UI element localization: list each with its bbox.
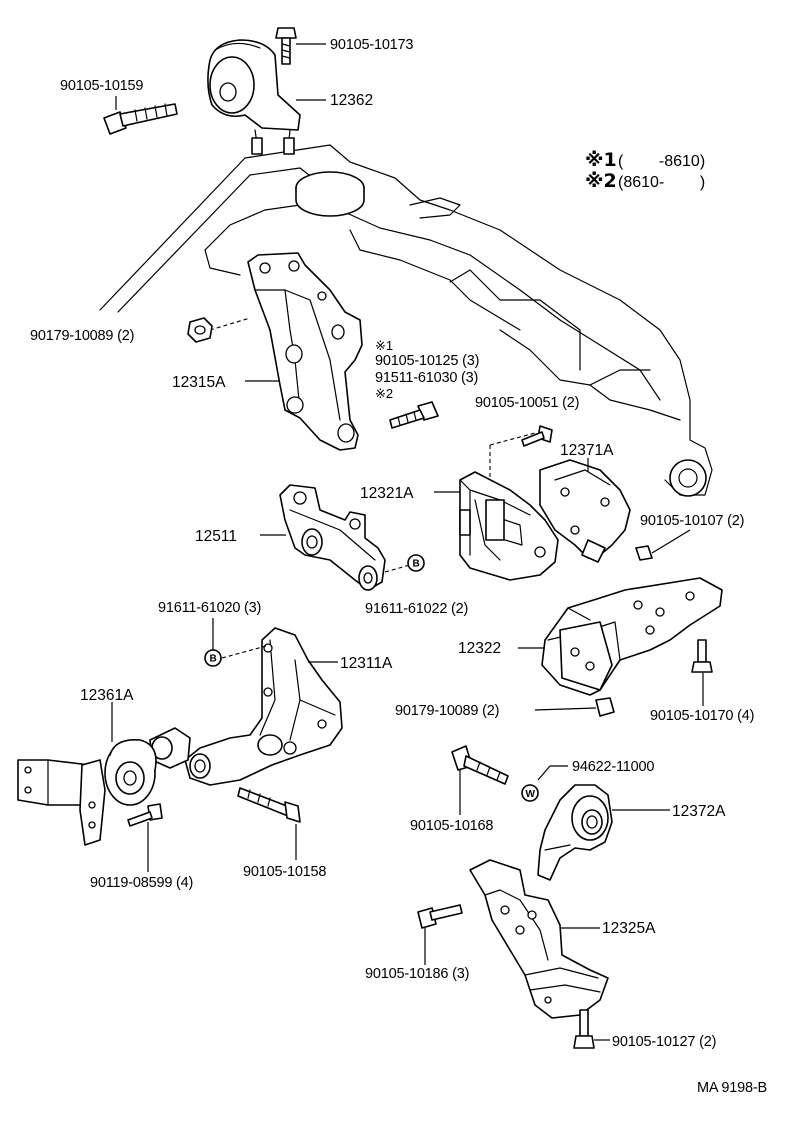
bolt-90105-10107: [635, 545, 653, 561]
part-12362-mount: [207, 39, 301, 155]
nut-90179-10089-lower: [595, 697, 615, 717]
ref-circle-w: W: [521, 784, 539, 802]
bolt-90105-10051: [521, 425, 553, 447]
label-90105-10173: 90105-10173: [330, 37, 413, 53]
labels: 90105-10173 90105-10159 12362 90179-1008…: [30, 37, 767, 1096]
legend-notes: ※1 ( -8610) ※2 (8610- ): [585, 149, 705, 192]
label-90105-10168: 90105-10168: [410, 818, 493, 834]
note-mark-2-small: ※2: [375, 386, 393, 401]
bolt-90105-10170: [691, 639, 713, 673]
label-12315A: 12315A: [172, 374, 226, 391]
label-91611-61022: 91611-61022 (2): [365, 601, 468, 617]
label-90105-10107: 90105-10107 (2): [640, 513, 744, 529]
bolt-90105-10186: [417, 904, 463, 929]
part-12511-bracket: [279, 484, 386, 591]
label-12322: 12322: [458, 640, 501, 657]
part-12361A-mount: [17, 738, 157, 846]
note-mark-1-small: ※1: [375, 338, 393, 353]
note-mark-1: ※1: [585, 149, 617, 171]
label-90179-10089-lower: 90179-10089 (2): [395, 703, 499, 719]
label-12362: 12362: [330, 92, 373, 109]
ref-circle-b-right: B: [407, 554, 425, 572]
part-12321A-mount: [459, 471, 559, 581]
label-12371A: 12371A: [560, 442, 614, 459]
label-12511: 12511: [195, 528, 237, 545]
bolt-91511-61030: [389, 401, 439, 429]
part-12315A-bracket: [247, 252, 363, 451]
note-text-1: ( -8610): [618, 153, 705, 170]
bolt-90105-10168: [451, 745, 509, 785]
part-12325A-bracket: [469, 859, 609, 1019]
bolt-90119-08599: [127, 803, 163, 827]
engine-block-outline: [99, 144, 713, 497]
bolt-90105-10173: [275, 27, 297, 65]
label-12311A: 12311A: [340, 655, 393, 672]
label-90105-10125: 90105-10125 (3): [375, 353, 479, 369]
label-12361A: 12361A: [80, 687, 134, 704]
label-90105-10186: 90105-10186 (3): [365, 966, 469, 982]
part-12311A-bracket: [149, 627, 343, 786]
note-text-2: (8610- ): [618, 174, 705, 191]
label-90105-10170: 90105-10170 (4): [650, 708, 754, 724]
note-mark-2: ※2: [585, 170, 617, 192]
label-90105-10051: 90105-10051 (2): [475, 395, 579, 411]
label-90105-10127: 90105-10127 (2): [612, 1034, 716, 1050]
ref-circle-b-left: B: [204, 649, 222, 667]
part-12371A-cover: [539, 459, 631, 563]
label-12372A: 12372A: [672, 803, 726, 820]
nut-90179-10089-upper: [187, 317, 213, 343]
label-90179-10089-upper: 90179-10089 (2): [30, 328, 134, 344]
bolt-90105-10159: [103, 103, 178, 135]
label-91511-61030: 91511-61030 (3): [375, 370, 478, 386]
diagram-code: MA 9198-B: [697, 1080, 767, 1096]
part-12372A-mount: [537, 784, 613, 881]
label-94622-11000: 94622-11000: [572, 759, 654, 775]
label-90105-10159: 90105-10159: [60, 78, 143, 94]
label-90119-08599: 90119-08599 (4): [90, 875, 193, 891]
part-12322-bracket: [541, 577, 723, 696]
ref-circle-b-left-label: B: [210, 654, 217, 665]
bolt-90105-10158: [237, 787, 301, 823]
label-12325A: 12325A: [602, 920, 656, 937]
ref-circle-b-right-label: B: [413, 559, 420, 570]
label-12321A: 12321A: [360, 485, 414, 502]
label-90105-10158: 90105-10158: [243, 864, 326, 880]
label-91611-61020: 91611-61020 (3): [158, 600, 261, 616]
bolt-90105-10127: [573, 1009, 595, 1049]
ref-circle-w-label: W: [526, 789, 536, 800]
